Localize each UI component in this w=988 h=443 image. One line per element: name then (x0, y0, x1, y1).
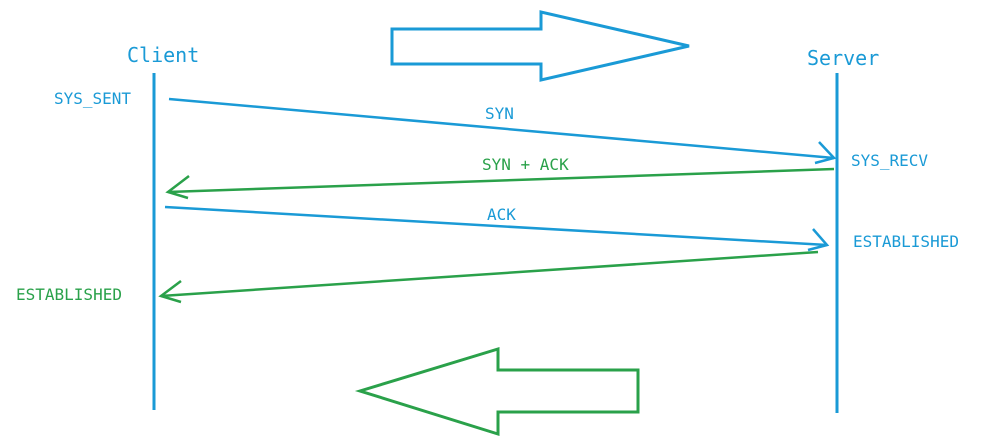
ack-message-line (164, 205, 828, 247)
syn-ack-arrowhead-icon (165, 175, 190, 200)
server-title: Server (807, 46, 879, 70)
established-arrowhead-icon (158, 280, 182, 304)
ack-label: ACK (487, 205, 516, 224)
syn-ack-label: SYN + ACK (482, 155, 569, 174)
server-state-established: ESTABLISHED (853, 232, 959, 251)
client-state-established: ESTABLISHED (16, 285, 122, 304)
server-state-recv: SYS_RECV (851, 151, 928, 170)
syn-message-line (168, 97, 835, 160)
block-arrow-right-icon (390, 10, 690, 82)
syn-label: SYN (485, 104, 514, 123)
client-title: Client (127, 43, 199, 67)
established-message-line (160, 250, 819, 298)
syn-ack-message-line (167, 167, 835, 194)
syn-arrowhead-icon (814, 141, 837, 165)
ack-arrowhead-icon (807, 228, 830, 252)
block-arrow-left-icon (354, 346, 640, 437)
client-state-sent: SYS_SENT (54, 89, 131, 108)
